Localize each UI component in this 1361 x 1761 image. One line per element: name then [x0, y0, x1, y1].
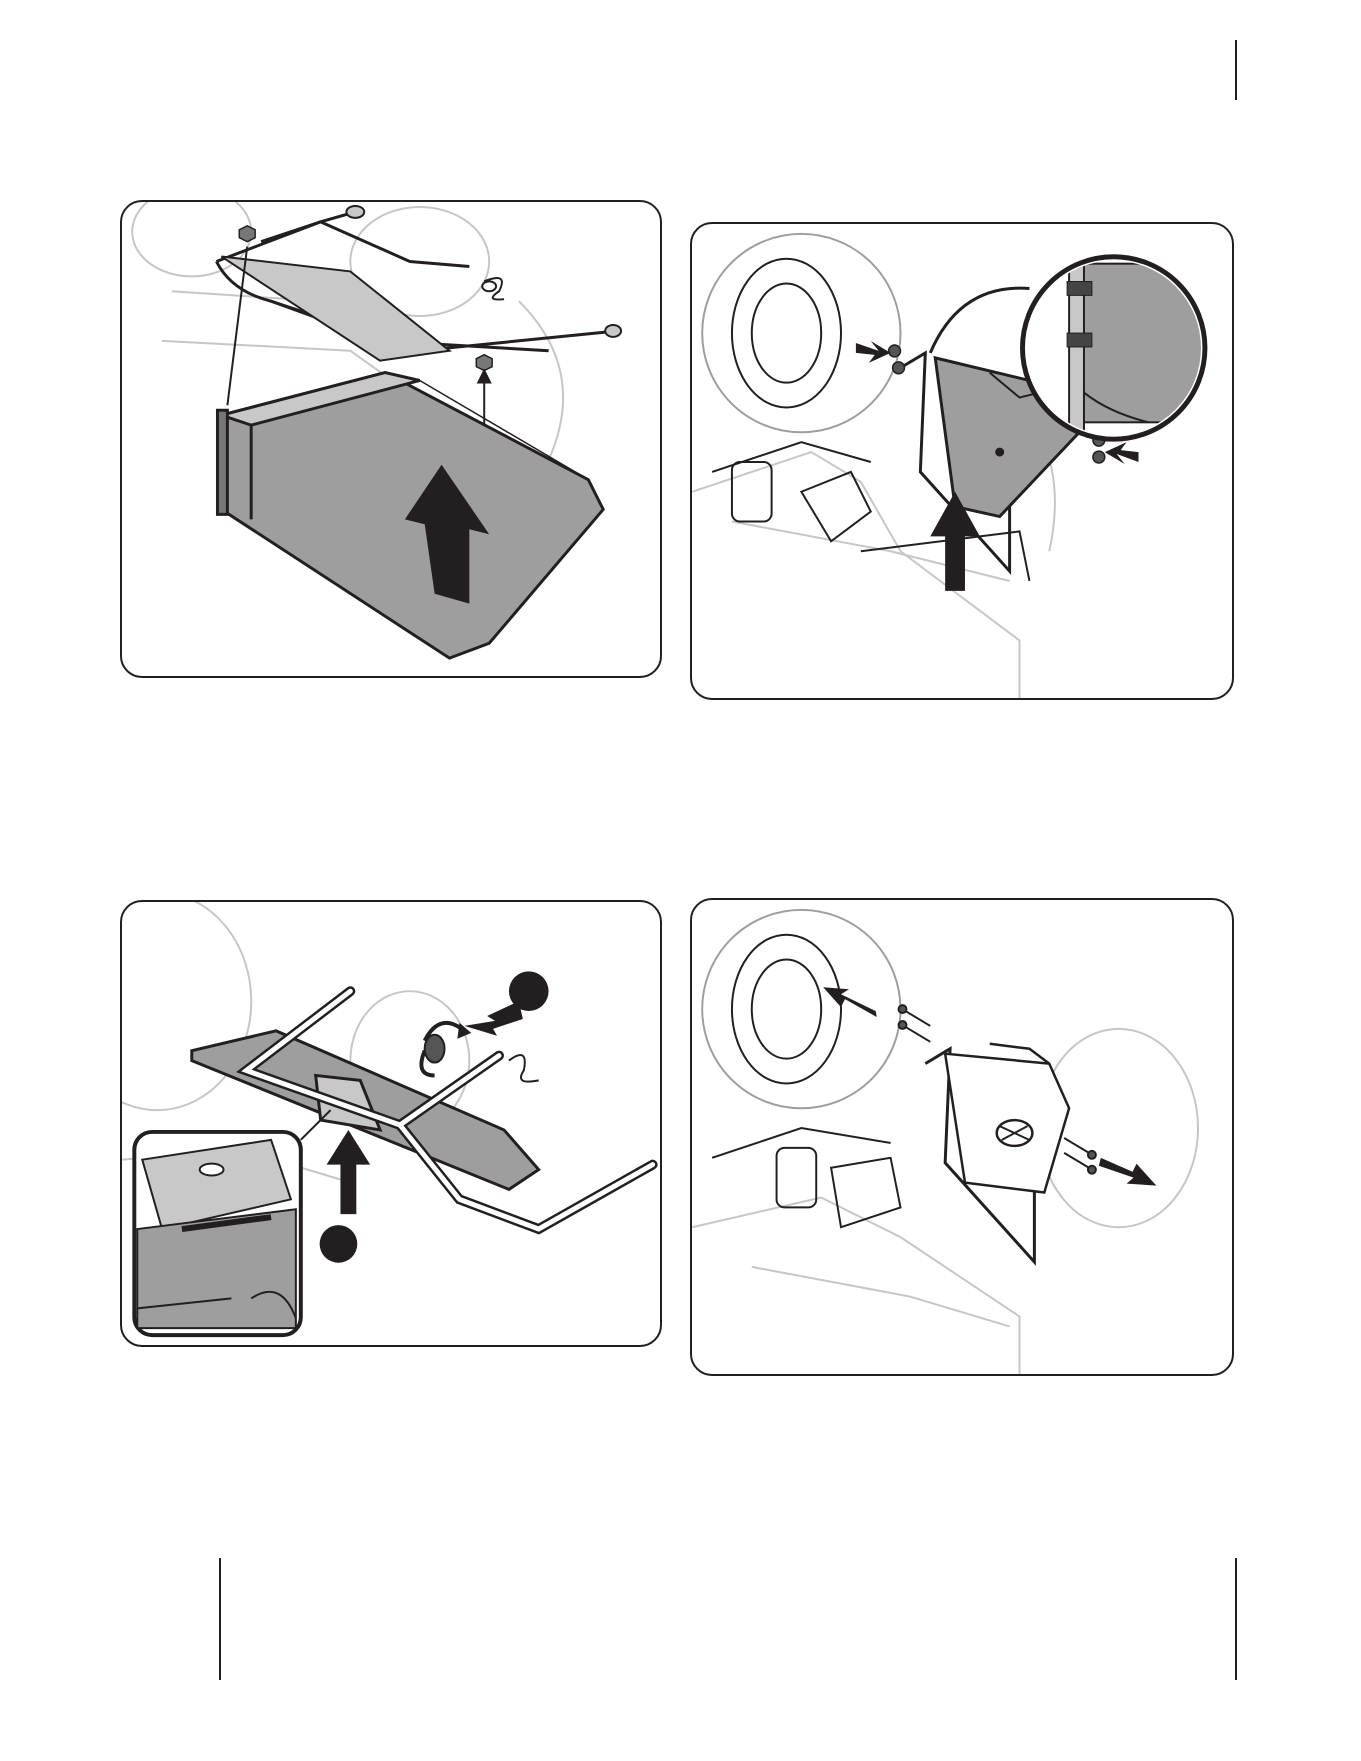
figure-4-illustration	[692, 900, 1232, 1374]
detail-inset-icon	[134, 1110, 330, 1335]
right-arrow-icon	[1099, 1158, 1157, 1186]
up-arrow-icon	[327, 1130, 371, 1214]
lock-knob	[421, 1023, 471, 1076]
figure-2-panel	[690, 222, 1234, 700]
figure-3-illustration	[122, 902, 660, 1345]
left-arrow-icon	[464, 1001, 522, 1036]
left-arrow-icon	[823, 987, 877, 1017]
right-arrow-icon	[856, 341, 891, 363]
trim-mark-top-right	[1235, 40, 1237, 100]
figure-1-panel	[120, 200, 662, 678]
trim-mark-bottom-right	[1235, 1558, 1237, 1680]
step-marker-icon	[509, 971, 549, 1011]
figure-4-panel	[690, 898, 1234, 1376]
chute-bracket	[945, 1044, 1069, 1193]
rear-wheel	[702, 234, 900, 432]
trim-mark-bottom-left	[219, 1558, 221, 1680]
left-arrow-icon	[1105, 442, 1139, 464]
step-marker-icon	[320, 1225, 358, 1263]
figure-1-illustration	[122, 202, 660, 676]
figure-3-panel	[120, 900, 662, 1347]
figure-2-illustration	[692, 224, 1232, 698]
